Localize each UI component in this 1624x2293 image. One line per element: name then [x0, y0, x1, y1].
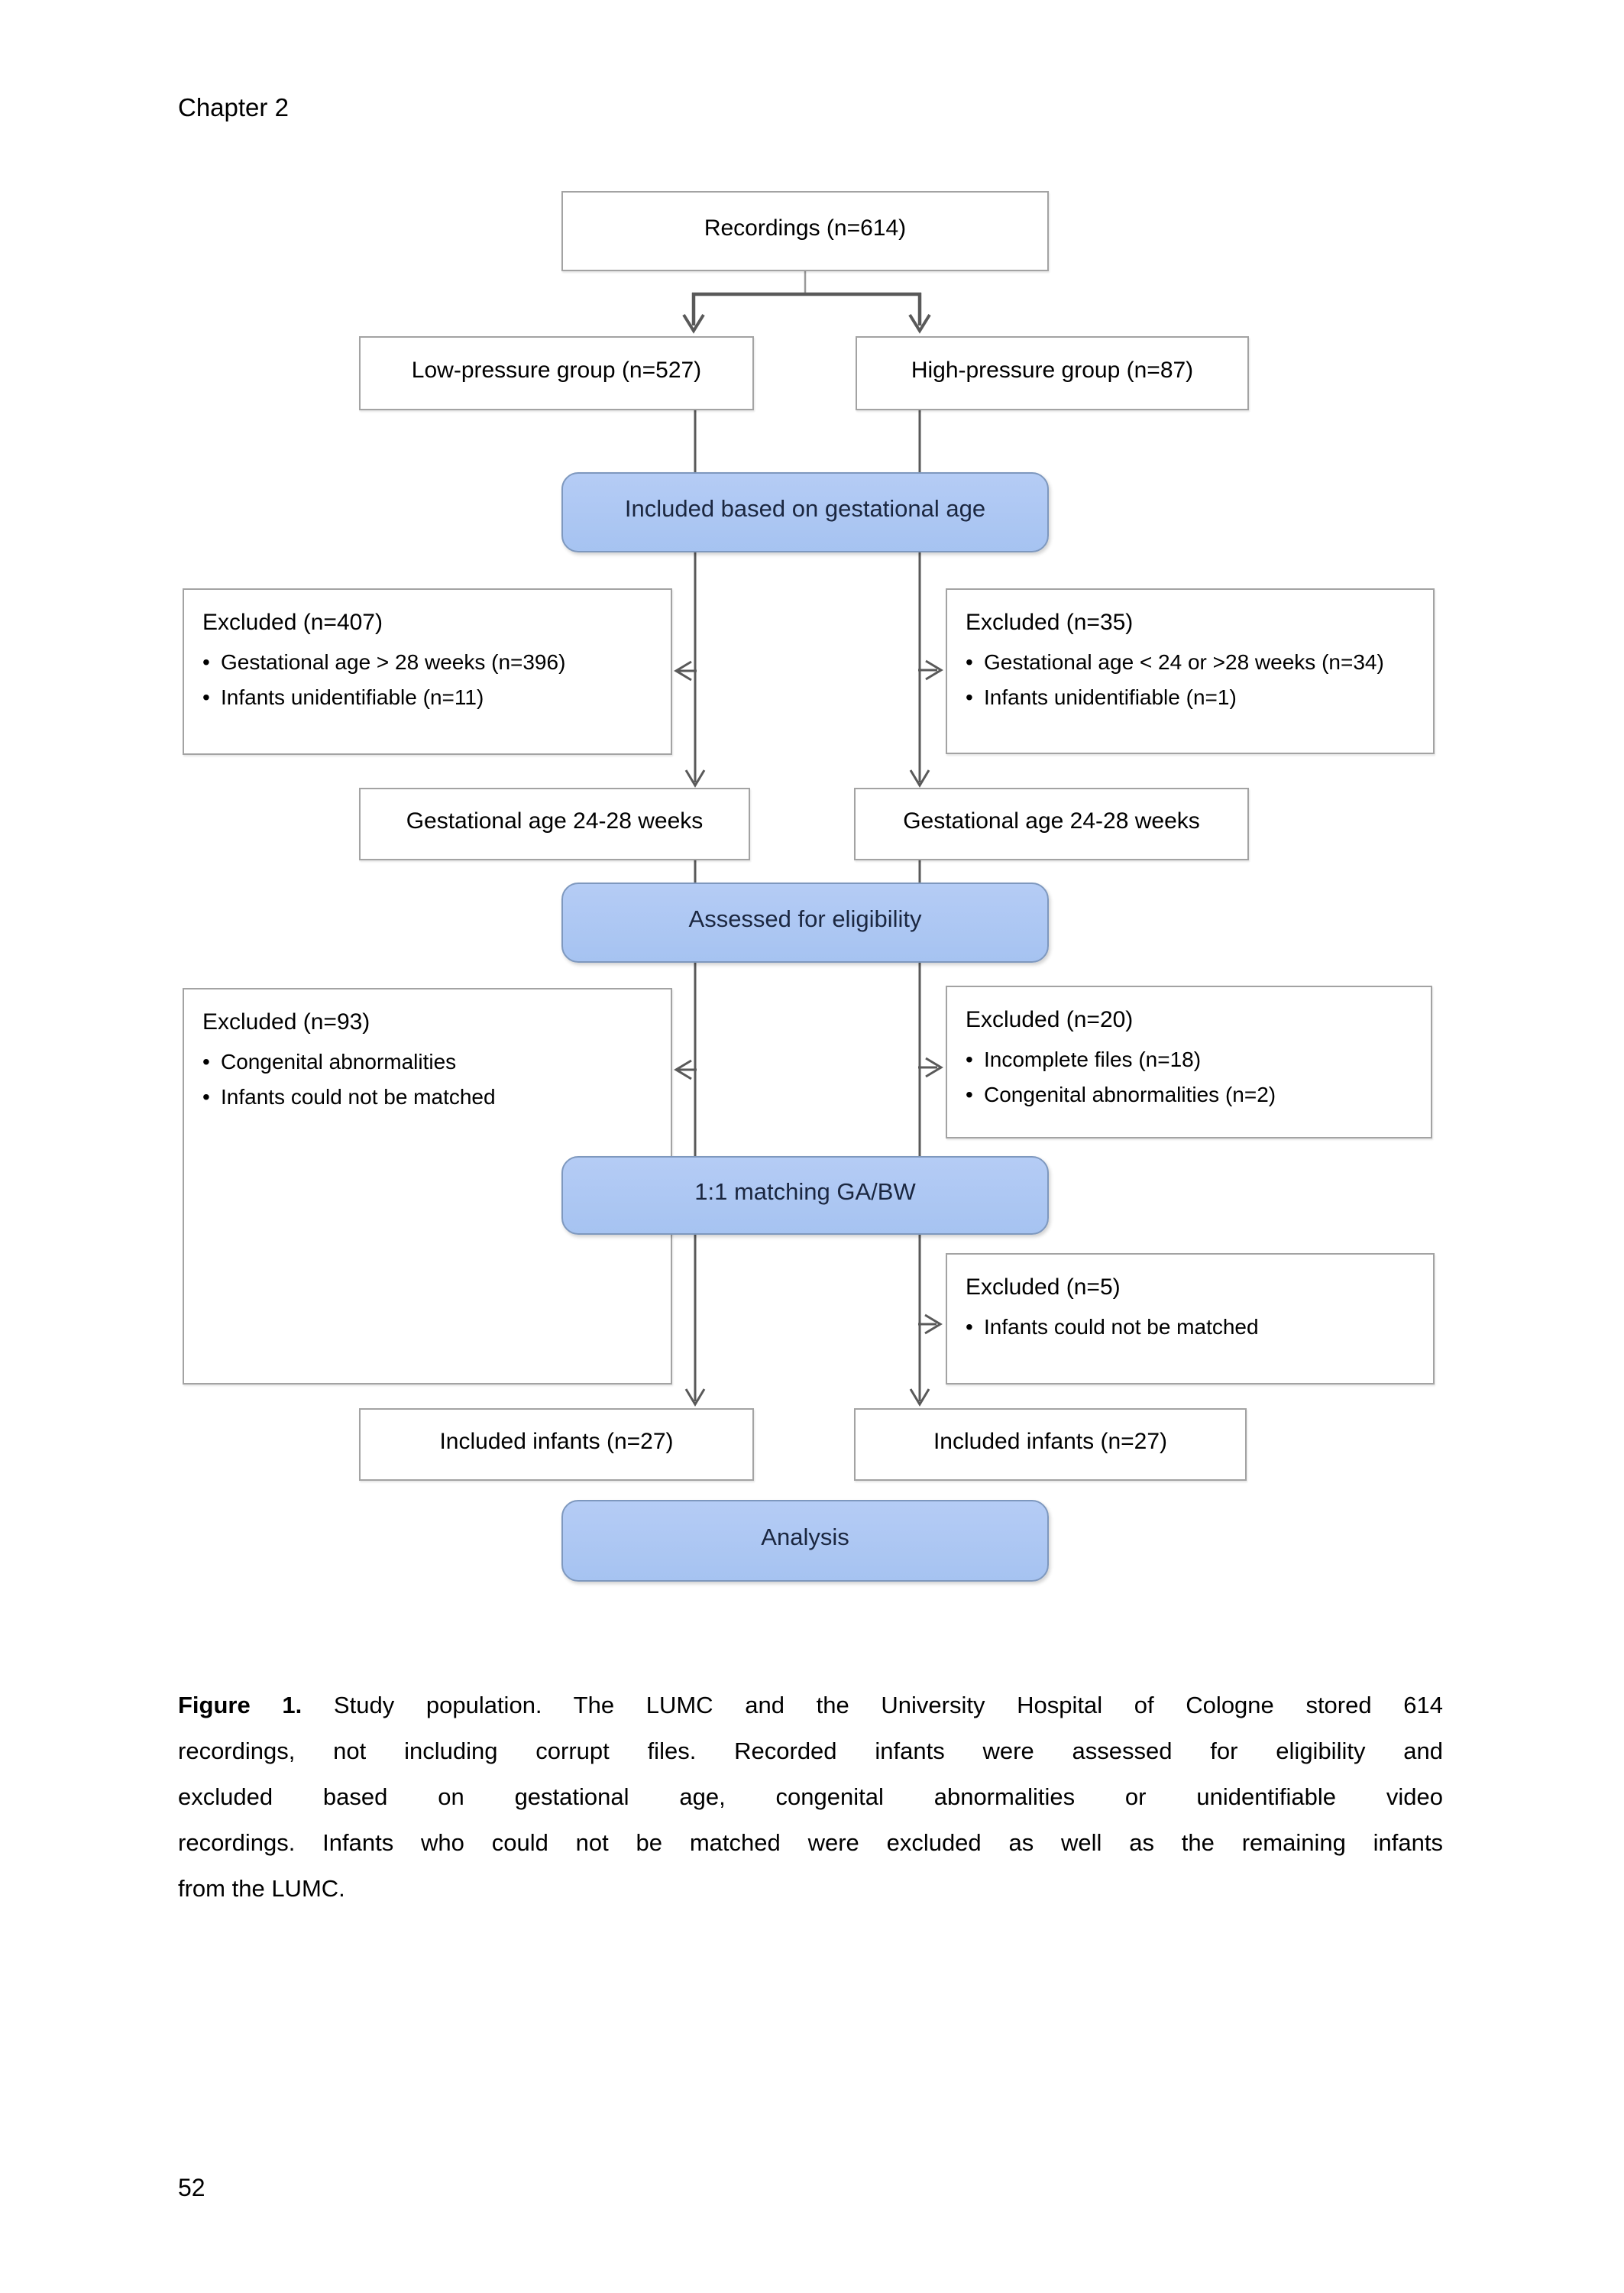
node-included-infants-low-label: Included infants (n=27)	[439, 1428, 674, 1454]
node-high-pressure-group: High-pressure group (n=87)	[856, 336, 1249, 410]
node-matching-label: 1:1 matching GA/BW	[694, 1177, 916, 1205]
bullet-text: Infants unidentifiable (n=11)	[221, 685, 484, 709]
node-excluded-high-2: Excluded (n=20) • Incomplete files (n=18…	[946, 986, 1432, 1138]
arrow-right-excluded-high-3-icon	[924, 1313, 943, 1335]
arrow-down-included-high-icon	[909, 1388, 930, 1407]
bullet-icon: •	[202, 1085, 210, 1109]
node-low-pressure-group: Low-pressure group (n=527)	[359, 336, 754, 410]
caption-line: recordings. Infants who could not be mat…	[178, 1829, 1443, 1856]
caption-line: excluded based on gestational age, conge…	[178, 1783, 1443, 1810]
excluded-low-1-title: Excluded (n=407)	[202, 610, 383, 635]
list-item: • Infants could not be matched	[966, 1310, 1259, 1345]
bullet-text: Congenital abnormalities (n=2)	[984, 1083, 1276, 1106]
bullet-icon: •	[966, 1083, 973, 1106]
list-item: • Congenital abnormalities (n=2)	[966, 1077, 1276, 1112]
node-recordings: Recordings (n=614)	[561, 191, 1049, 271]
bullet-text: Infants could not be matched	[984, 1315, 1259, 1339]
node-analysis-label: Analysis	[761, 1523, 849, 1550]
node-low-pressure-group-label: Low-pressure group (n=527)	[411, 357, 702, 383]
bullet-text: Infants could not be matched	[221, 1085, 496, 1109]
node-excluded-high-1: Excluded (n=35) • Gestational age < 24 o…	[946, 588, 1435, 754]
arrow-left-excluded-low-1-icon	[674, 660, 692, 682]
node-ga-24-28-low: Gestational age 24-28 weeks	[359, 788, 750, 860]
node-high-pressure-group-label: High-pressure group (n=87)	[911, 357, 1194, 383]
node-included-infants-low: Included infants (n=27)	[359, 1408, 754, 1481]
node-ga-24-28-high: Gestational age 24-28 weeks	[854, 788, 1249, 860]
list-item: • Infants unidentifiable (n=11)	[202, 680, 565, 715]
arrow-down-included-low-icon	[684, 1388, 706, 1407]
caption-line-1-text: Study population. The LUMC and the Unive…	[333, 1692, 1443, 1718]
excluded-high-2-bullets: • Incomplete files (n=18) • Congenital a…	[966, 1042, 1276, 1112]
bullet-icon: •	[966, 650, 973, 674]
node-included-infants-high-label: Included infants (n=27)	[933, 1428, 1168, 1454]
page-number: 52	[178, 2174, 205, 2201]
excluded-low-2-title: Excluded (n=93)	[202, 1009, 370, 1035]
caption-line: from the LUMC.	[178, 1875, 345, 1902]
node-analysis: Analysis	[561, 1500, 1049, 1582]
arrow-right-excluded-high-2-icon	[925, 1057, 943, 1078]
list-item: • Incomplete files (n=18)	[966, 1042, 1276, 1077]
arrow-right-excluded-high-1-icon	[925, 659, 943, 681]
bullet-icon: •	[966, 685, 973, 709]
arrow-down-ga-low-icon	[684, 769, 706, 788]
bullet-icon: •	[202, 650, 210, 674]
arrow-down-low-group-icon	[682, 313, 705, 334]
arrow-left-excluded-low-2-icon	[674, 1059, 692, 1080]
node-ga-24-28-high-label: Gestational age 24-28 weeks	[903, 808, 1200, 834]
excluded-low-2-bullets: • Congenital abnormalities • Infants cou…	[202, 1044, 496, 1115]
arrow-down-ga-high-icon	[909, 769, 930, 788]
arrow-down-high-group-icon	[908, 313, 931, 334]
figure-caption: Figure 1. Study population. The LUMC and…	[178, 1683, 1443, 1912]
bullet-icon: •	[966, 1048, 973, 1071]
node-matching: 1:1 matching GA/BW	[561, 1156, 1049, 1235]
node-ga-24-28-low-label: Gestational age 24-28 weeks	[406, 808, 704, 834]
node-assessed-eligibility: Assessed for eligibility	[561, 883, 1049, 963]
caption-line: Figure 1. Study population. The LUMC and…	[178, 1683, 1443, 1728]
excluded-low-1-bullets: • Gestational age > 28 weeks (n=396) • I…	[202, 645, 565, 715]
list-item: • Infants could not be matched	[202, 1080, 496, 1115]
node-included-gestational-age: Included based on gestational age	[561, 472, 1049, 552]
excluded-high-1-title: Excluded (n=35)	[966, 610, 1134, 635]
list-item: • Infants unidentifiable (n=1)	[966, 680, 1384, 715]
bullet-text: Gestational age < 24 or >28 weeks (n=34)	[984, 650, 1384, 674]
bullet-text: Incomplete files (n=18)	[984, 1048, 1202, 1071]
excluded-high-1-bullets: • Gestational age < 24 or >28 weeks (n=3…	[966, 645, 1384, 715]
node-included-infants-high: Included infants (n=27)	[854, 1408, 1247, 1481]
node-recordings-label: Recordings (n=614)	[704, 215, 907, 241]
bullet-text: Congenital abnormalities	[221, 1050, 457, 1074]
excluded-high-3-title: Excluded (n=5)	[966, 1274, 1121, 1300]
bullet-text: Infants unidentifiable (n=1)	[984, 685, 1237, 709]
node-included-gestational-age-label: Included based on gestational age	[624, 494, 986, 522]
figure-label: Figure 1.	[178, 1692, 302, 1718]
list-item: • Gestational age < 24 or >28 weeks (n=3…	[966, 645, 1384, 680]
bullet-icon: •	[966, 1315, 973, 1339]
excluded-high-3-bullets: • Infants could not be matched	[966, 1310, 1259, 1345]
bullet-icon: •	[202, 685, 210, 709]
list-item: • Congenital abnormalities	[202, 1044, 496, 1080]
node-excluded-high-3: Excluded (n=5) • Infants could not be ma…	[946, 1253, 1435, 1385]
list-item: • Gestational age > 28 weeks (n=396)	[202, 645, 565, 680]
chapter-header: Chapter 2	[178, 93, 289, 121]
node-excluded-low-1: Excluded (n=407) • Gestational age > 28 …	[183, 588, 672, 755]
node-assessed-eligibility-label: Assessed for eligibility	[688, 905, 922, 932]
bullet-text: Gestational age > 28 weeks (n=396)	[221, 650, 566, 674]
caption-line: recordings, not including corrupt files.…	[178, 1738, 1443, 1764]
bullet-icon: •	[202, 1050, 210, 1074]
excluded-high-2-title: Excluded (n=20)	[966, 1007, 1134, 1032]
